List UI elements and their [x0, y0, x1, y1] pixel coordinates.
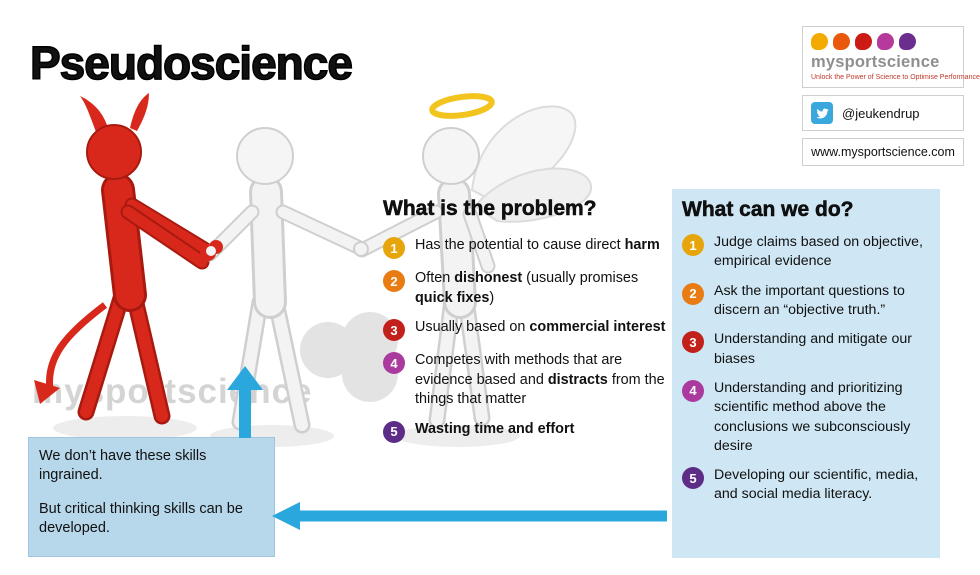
- solutions-list: 1 Judge claims based on objective, empiri…: [682, 233, 930, 505]
- website-url: www.mysportscience.com: [802, 138, 964, 166]
- note-box: We don’t have these skills ingrained. Bu…: [28, 437, 275, 557]
- logo-dots: [811, 33, 955, 50]
- arrow-up-icon: [227, 366, 263, 438]
- logo-dot-icon: [833, 33, 850, 50]
- problem-heading: What is the problem?: [383, 197, 597, 221]
- number-badge: 5: [682, 467, 704, 490]
- brand-tagline: Unlock the Power of Science to Optimise …: [811, 74, 980, 81]
- number-badge: 4: [682, 379, 704, 402]
- solutions-heading: What can we do?: [682, 198, 854, 222]
- number-badge: 5: [383, 420, 405, 443]
- list-item-text: Understanding and prioritizing scientifi…: [714, 379, 911, 454]
- page-title: Pseudoscience: [29, 36, 353, 90]
- logo-dot-icon: [899, 33, 916, 50]
- list-item: 2 Often dishonest (usually promises quick…: [383, 269, 671, 308]
- list-item-text: Ask the important questions to discern a…: [714, 282, 905, 318]
- list-item: 1 Judge claims based on objective, empiri…: [682, 233, 930, 272]
- brand-name: mysportscience: [811, 53, 940, 71]
- twitter-bird-icon: [811, 102, 833, 124]
- number-badge: 2: [682, 282, 704, 305]
- number-badge: 2: [383, 270, 405, 292]
- list-item-text: Has the potential to cause direct harm: [415, 237, 660, 253]
- problem-column: What is the problem? 1 Has the potential …: [383, 197, 671, 453]
- number-badge: 1: [682, 234, 704, 256]
- list-item: 3 Understanding and mitigate our biases: [682, 330, 930, 369]
- logo-dot-icon: [877, 33, 894, 50]
- logo-dot-icon: [855, 33, 872, 50]
- list-item: 5 Wasting time and effort: [383, 420, 671, 443]
- note-line-1: We don’t have these skills ingrained.: [39, 448, 207, 484]
- list-item: 4 Understanding and prioritizing scientif…: [682, 379, 930, 456]
- list-item-text: Developing our scientific, media, and so…: [714, 467, 919, 503]
- twitter-box: @jeukendrup: [802, 95, 964, 131]
- number-badge: 3: [383, 319, 405, 342]
- list-item: 3 Usually based on commercial interest: [383, 318, 671, 342]
- solutions-panel: What can we do? 1 Judge claims based on o…: [672, 189, 940, 558]
- number-badge: 3: [682, 331, 704, 354]
- list-item-text: Judge claims based on objective, empiric…: [714, 234, 923, 270]
- list-item-text: Competes with methods that are evidence …: [415, 352, 665, 408]
- note-line-2: But critical thinking skills can be deve…: [39, 501, 243, 537]
- watermark-text: mysportscience: [32, 372, 313, 411]
- twitter-handle: @jeukendrup: [842, 105, 920, 121]
- list-item-text: Usually based on commercial interest: [415, 319, 666, 336]
- list-item: 2 Ask the important questions to discern …: [682, 282, 930, 321]
- logo-box: mysportscience Unlock the Power of Scien…: [802, 26, 980, 88]
- list-item-text: Understanding and mitigate our biases: [714, 331, 912, 367]
- list-item: 4 Competes with methods that are evidence…: [383, 351, 671, 410]
- list-item-text: Wasting time and effort: [415, 420, 575, 437]
- logo-dot-icon: [811, 33, 828, 50]
- brand-area: mysportscience Unlock the Power of Scien…: [802, 26, 980, 173]
- list-item-text: Often dishonest (usually promises quick …: [415, 270, 639, 306]
- list-item: 1 Has the potential to cause direct harm: [383, 236, 671, 259]
- list-item: 5 Developing our scientific, media, and s…: [682, 466, 930, 505]
- devil-person-angel-illustration: [34, 93, 593, 447]
- arrow-left-icon: [272, 502, 667, 530]
- number-badge: 4: [383, 352, 405, 375]
- number-badge: 1: [383, 237, 405, 259]
- problem-list: 1 Has the potential to cause direct harm 2…: [383, 236, 671, 443]
